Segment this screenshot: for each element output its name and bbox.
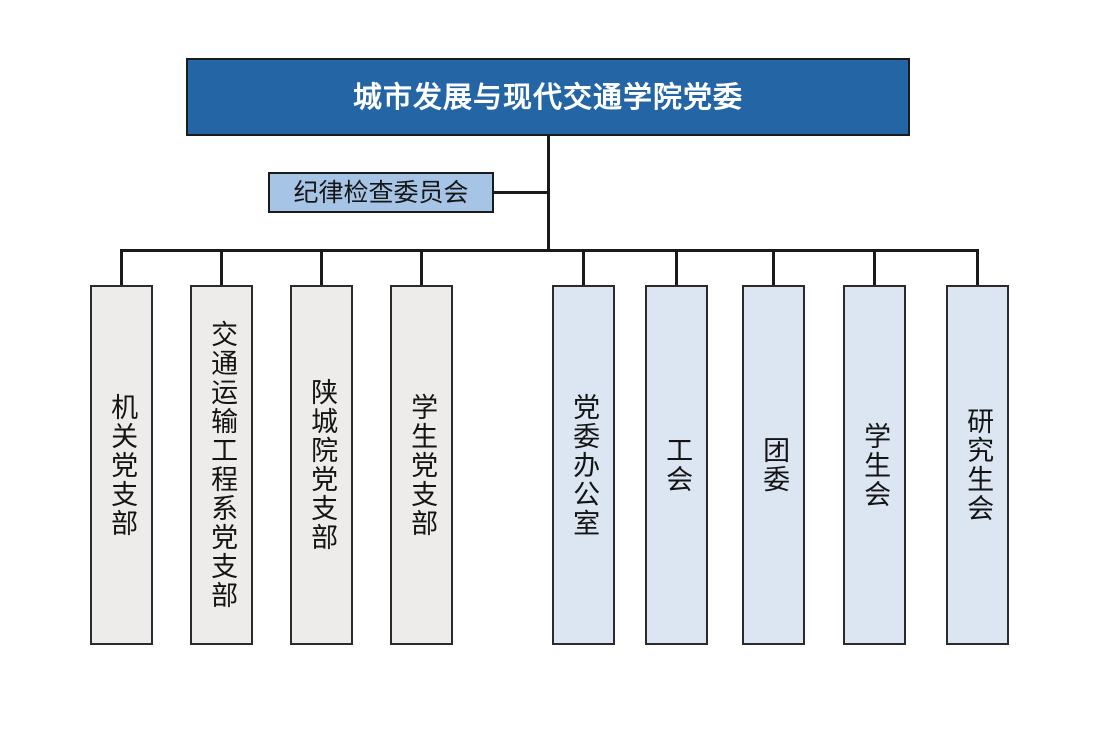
connector-drop-5 — [582, 249, 585, 287]
connector-drop-7 — [772, 249, 775, 287]
org-node-tuanwei[interactable]: 团委 — [742, 285, 805, 645]
connector-drop-8 — [873, 249, 876, 287]
org-node-yanjiushenghui[interactable]: 研究生会 — [946, 285, 1009, 645]
branch-node-label: 交通运输工程系党支部 — [206, 320, 238, 610]
connector-discipline-stub — [493, 191, 549, 194]
branch-node-shanchengyuan[interactable]: 陕城院党支部 — [290, 285, 353, 645]
branch-node-jiaotong[interactable]: 交通运输工程系党支部 — [190, 285, 253, 645]
branch-node-xuesheng[interactable]: 学生党支部 — [390, 285, 453, 645]
connector-distribution-bar — [120, 249, 978, 252]
discipline-committee-label: 纪律检查委员会 — [293, 178, 469, 207]
discipline-committee-node[interactable]: 纪律检查委员会 — [268, 172, 494, 213]
org-node-label: 党委办公室 — [568, 392, 600, 538]
org-node-dangwei-bangongshi[interactable]: 党委办公室 — [552, 285, 615, 645]
connector-drop-4 — [420, 249, 423, 287]
org-node-label: 工会 — [661, 436, 693, 494]
org-node-label: 研究生会 — [962, 407, 994, 523]
connector-drop-1 — [120, 249, 123, 287]
branch-node-jiguan[interactable]: 机关党支部 — [90, 285, 153, 645]
connector-drop-9 — [976, 249, 979, 287]
connector-drop-2 — [220, 249, 223, 287]
branch-node-label: 学生党支部 — [406, 392, 438, 538]
connector-drop-3 — [320, 249, 323, 287]
org-node-gonghui[interactable]: 工会 — [645, 285, 708, 645]
root-node-party-committee[interactable]: 城市发展与现代交通学院党委 — [186, 58, 910, 136]
branch-node-label: 机关党支部 — [106, 392, 138, 538]
org-node-label: 团委 — [758, 436, 790, 494]
connector-drop-6 — [675, 249, 678, 287]
org-node-label: 学生会 — [859, 421, 891, 509]
root-node-label: 城市发展与现代交通学院党委 — [352, 79, 743, 114]
branch-node-label: 陕城院党支部 — [306, 378, 338, 552]
connector-trunk-vertical — [547, 136, 550, 252]
org-node-xueshenghui[interactable]: 学生会 — [843, 285, 906, 645]
